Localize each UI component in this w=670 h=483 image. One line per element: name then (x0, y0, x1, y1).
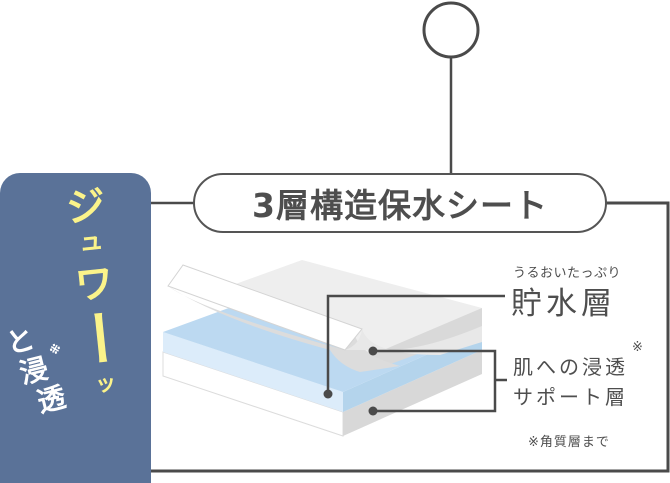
diagram-title: 3層構造保水シート (252, 186, 548, 225)
catchphrase-to-shinto: と 浸 ※ 透 (2, 322, 69, 420)
catchphrase-jyuwa: ジュワーッ (56, 183, 135, 404)
support-layer-footnote-mark: ※ (632, 340, 644, 355)
catchphrase-panel: ジュワーッ と 浸 ※ 透 (0, 173, 151, 483)
title-pill: 3層構造保水シート (193, 173, 607, 233)
sheet-illustration (162, 260, 482, 437)
top-layer-label: 貯水層 (511, 286, 616, 322)
top-layer-ruby: うるおいたっぷり (513, 266, 622, 281)
support-layer-label: 肌への浸透 サポート層 (513, 355, 628, 409)
circle-icon (422, 1, 480, 59)
connector-lines (150, 1, 670, 473)
footnote: ※角質層まで (528, 435, 610, 450)
